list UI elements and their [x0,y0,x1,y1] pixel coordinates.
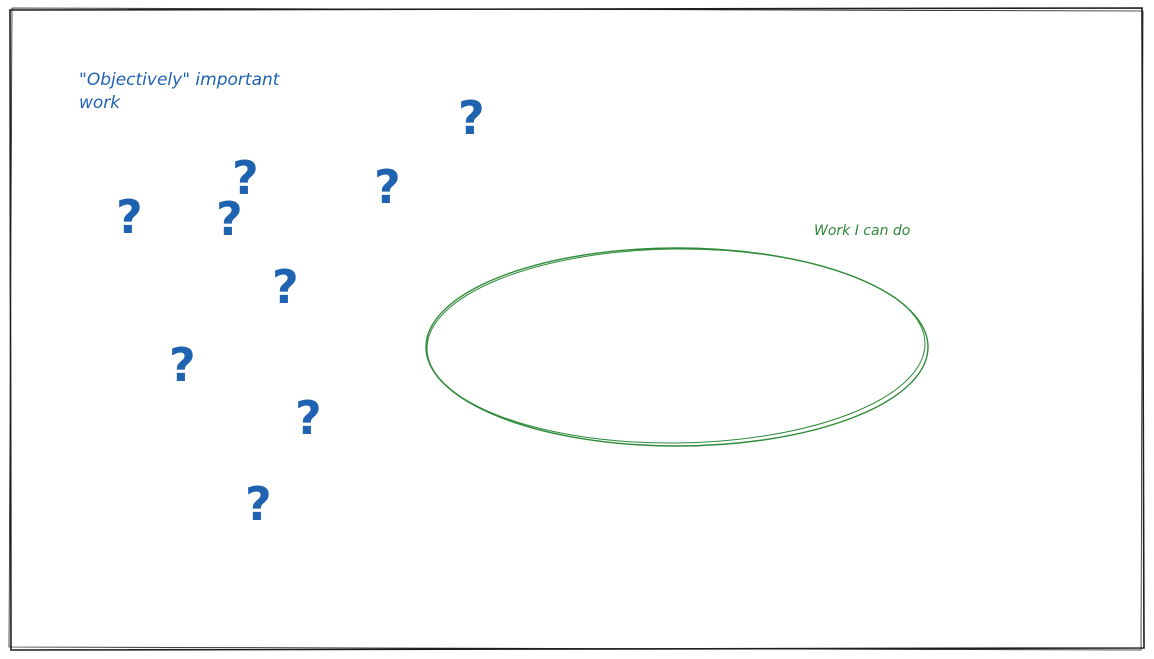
label-line-1: "Objectively" important [79,70,280,90]
question-mark: ? [245,477,272,531]
question-mark: ? [232,151,259,205]
question-mark: ? [116,190,143,244]
frame-border-sketch [8,7,1144,651]
question-mark: ? [272,260,299,314]
work-i-can-do-ellipse [425,247,929,447]
question-mark: ? [169,338,196,392]
question-mark: ? [374,160,401,214]
frame-border [9,7,1145,651]
question-mark: ? [458,91,485,145]
objectively-important-work-label: "Objectively" important work [79,69,279,115]
question-mark: ? [216,192,243,246]
work-i-can-do-label: Work I can do [814,223,911,239]
label-line-2: work [79,93,121,113]
work-i-can-do-ellipse-sketch [426,248,926,444]
question-mark: ? [295,391,322,445]
